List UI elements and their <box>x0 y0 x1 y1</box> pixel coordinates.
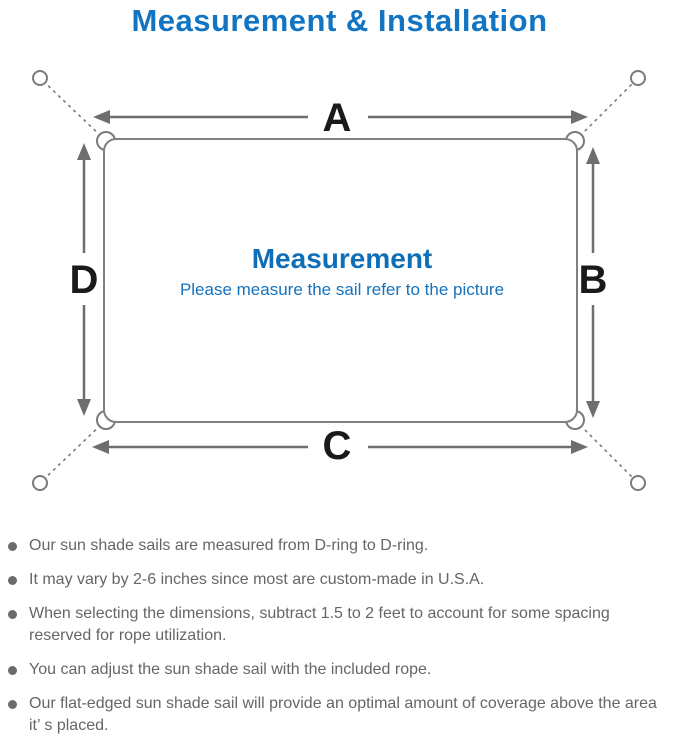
dimension-arrow-c <box>92 440 588 454</box>
dimension-arrow-b <box>586 147 600 418</box>
note-item: When selecting the dimensions, subtract … <box>8 603 668 647</box>
note-text: When selecting the dimensions, subtract … <box>29 605 610 644</box>
bullet-dot-icon <box>8 666 17 675</box>
dimension-label-a: A <box>323 96 352 140</box>
rope-line-bottom-right <box>574 419 639 484</box>
arrowhead-down-icon <box>77 399 91 416</box>
anchor-ring-icon-top-right <box>630 70 646 86</box>
arrowhead-up-icon <box>586 147 600 164</box>
anchor-ring-icon-top-left <box>32 70 48 86</box>
arrowhead-up-icon <box>77 143 91 160</box>
note-item: Our flat-edged sun shade sail will provi… <box>8 693 668 737</box>
arrowhead-right-icon <box>571 110 588 124</box>
diagram-center-subtitle: Please measure the sail refer to the pic… <box>180 280 504 299</box>
note-text: Our sun shade sails are measured from D-… <box>29 537 429 554</box>
rope-line-top-left <box>39 77 107 142</box>
sail-rectangle <box>103 138 578 423</box>
arrowhead-left-icon <box>93 110 110 124</box>
bullet-dot-icon <box>8 700 17 709</box>
notes-list: Our sun shade sails are measured from D-… <box>0 535 679 737</box>
arrowhead-right-icon <box>571 440 588 454</box>
page-title: Measurement & Installation <box>131 3 548 38</box>
note-text: It may vary by 2-6 inches since most are… <box>29 571 485 588</box>
note-text: You can adjust the sun shade sail with t… <box>29 661 432 678</box>
arrowhead-down-icon <box>586 401 600 418</box>
rope-line-bottom-left <box>39 419 107 484</box>
rope-line-top-right <box>574 77 639 142</box>
note-text: Our flat-edged sun shade sail will provi… <box>29 695 657 734</box>
measurement-diagram: A B C D Measurement Please measure the s… <box>32 70 646 491</box>
arrowhead-left-icon <box>92 440 109 454</box>
dimension-label-b: B <box>579 258 608 302</box>
dimension-arrow-d <box>77 143 91 416</box>
note-item: It may vary by 2-6 inches since most are… <box>8 569 668 591</box>
note-item: Our sun shade sails are measured from D-… <box>8 535 668 557</box>
anchor-points <box>32 70 646 491</box>
diagram-center-title: Measurement <box>252 243 433 274</box>
bullet-dot-icon <box>8 542 17 551</box>
bullet-dot-icon <box>8 576 17 585</box>
dimension-label-c: C <box>323 424 352 468</box>
dimension-label-d: D <box>70 258 99 302</box>
anchor-ring-icon-bottom-right <box>630 475 646 491</box>
dimension-arrow-a <box>93 110 588 124</box>
bullet-dot-icon <box>8 610 17 619</box>
rope-lines <box>39 77 639 484</box>
anchor-ring-icon-bottom-left <box>32 475 48 491</box>
note-item: You can adjust the sun shade sail with t… <box>8 659 668 681</box>
